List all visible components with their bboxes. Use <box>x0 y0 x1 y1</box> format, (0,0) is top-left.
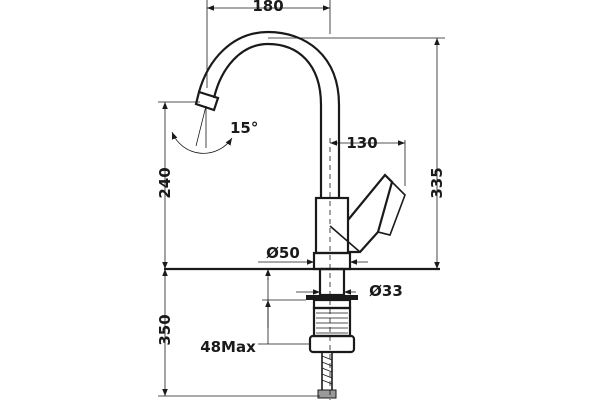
base-flange <box>312 251 352 271</box>
dim-total-height-label: 335 <box>428 167 446 198</box>
dim-handle-reach: 130 <box>330 134 406 186</box>
dim-handle-reach-label: 130 <box>346 134 377 152</box>
spout-aerator <box>194 90 220 112</box>
dim-base-diameter-label: Ø50 <box>266 244 300 262</box>
dim-spout-angle: 15° <box>171 105 258 154</box>
faucet-outline <box>164 30 440 399</box>
faucet-column <box>319 150 341 198</box>
dim-spout-reach-label: 180 <box>252 0 283 15</box>
dim-spout-height-label: 240 <box>156 167 174 198</box>
nut-threads <box>316 312 348 334</box>
mounting-nut-top <box>312 298 352 310</box>
hose-fitting <box>317 389 337 399</box>
dim-shank-diameter: Ø33 <box>296 282 403 300</box>
dim-total-height: 335 <box>268 37 446 269</box>
dim-spout-angle-label: 15° <box>230 119 258 137</box>
faucet-body <box>314 196 350 255</box>
dim-shank-diameter-label: Ø33 <box>369 282 403 300</box>
dim-below-deck: 350 <box>156 269 320 397</box>
lever-joint <box>329 225 361 253</box>
hose-braid <box>321 355 333 385</box>
dim-deck-thickness-label: 48Max <box>200 338 256 356</box>
mounting-nut <box>312 306 352 338</box>
dim-spout-reach: 180 <box>206 0 331 88</box>
spout-outer <box>197 30 341 150</box>
dim-below-deck-label: 350 <box>156 314 174 345</box>
spout-inner <box>212 42 323 150</box>
dim-spout-height: 240 <box>156 101 200 269</box>
lever-handle <box>347 173 394 254</box>
dim-base-diameter: Ø50 <box>258 244 368 265</box>
dim-deck-thickness: 48Max <box>200 269 310 356</box>
lever-grip <box>377 174 406 236</box>
mounting-ring <box>308 334 356 354</box>
shank-body <box>318 267 346 297</box>
shank-washer <box>306 295 358 300</box>
